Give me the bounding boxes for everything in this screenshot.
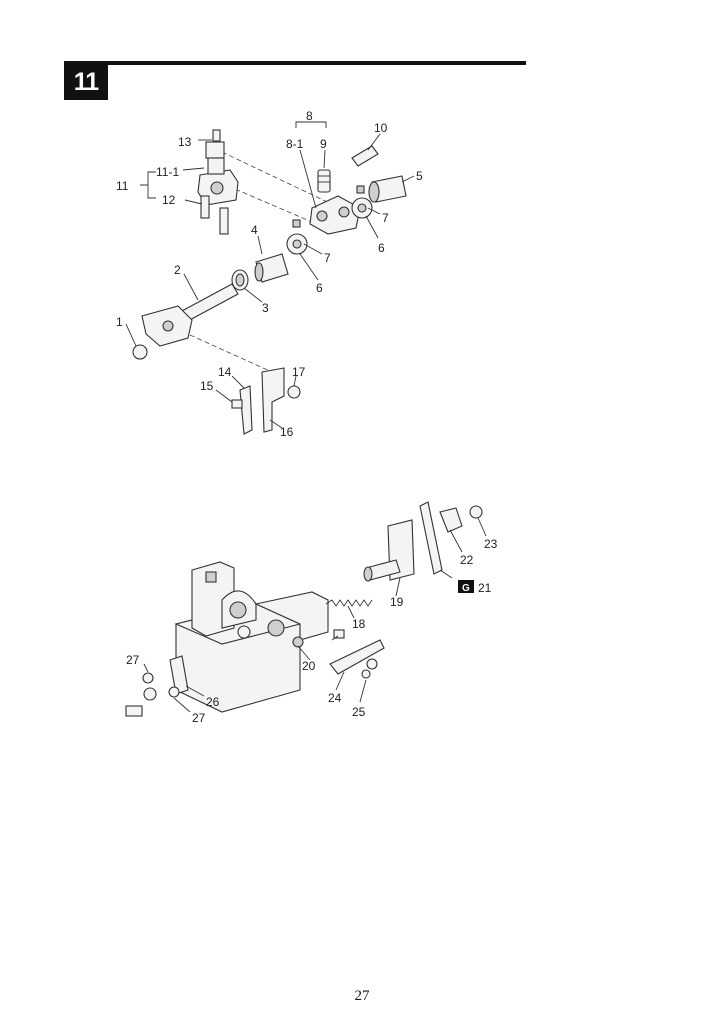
part-26-27-fasteners: [125, 655, 189, 717]
callout-label: 12: [162, 193, 176, 207]
g-badge-symbol: G: [462, 583, 470, 594]
section-number-badge: 11: [64, 64, 108, 100]
callout-label: 15: [200, 379, 214, 393]
callout-label: 19: [390, 595, 404, 609]
assembly-line: [189, 334, 273, 373]
part-19-plunger: [363, 519, 415, 582]
part-20-screw: [333, 629, 345, 639]
part-22-bracket: [419, 501, 483, 575]
callout-label: 11-1: [156, 165, 179, 179]
callout-label: 2: [174, 263, 181, 277]
g-badge-icon: [458, 580, 474, 593]
part-4-sleeve: [254, 253, 289, 283]
part-8-rocker: [309, 195, 361, 235]
part-5-collar: [368, 175, 407, 203]
callout-label: 26: [206, 695, 220, 709]
callout-label: 4: [251, 223, 258, 237]
callout-label: 23: [484, 537, 498, 551]
page-number: 27: [354, 988, 370, 1004]
callout-label: 17: [292, 365, 306, 379]
callout-label: 20: [302, 659, 316, 673]
callout-label: 16: [280, 425, 294, 439]
callout-label: 1: [116, 315, 123, 329]
part-18-spring: [325, 599, 373, 607]
callout-label: 9: [320, 137, 327, 151]
part-6-collar-right: [351, 185, 373, 219]
callout-label: 14: [218, 365, 232, 379]
callout-label: 7: [382, 211, 389, 225]
upper-assembly: [125, 121, 415, 435]
lower-assembly: [125, 501, 487, 717]
part-11-bracket: [197, 129, 239, 206]
part-2-shaft: [141, 283, 239, 347]
callout-label: 25: [352, 705, 366, 719]
part-10-pin: [351, 145, 379, 167]
part-12-screws: [200, 195, 229, 235]
callout-label: 11: [116, 179, 129, 193]
callout-label: 13: [178, 135, 192, 149]
callout-label: 24: [328, 691, 342, 705]
callout-label: 27: [192, 711, 206, 725]
part-14-17-cluster: [231, 367, 301, 435]
assembly-line: [221, 151, 341, 209]
callout-label: 6: [316, 281, 323, 295]
part-24-plate: [329, 639, 385, 679]
callout-label: 7: [324, 251, 331, 265]
callout-label: 5: [416, 169, 423, 183]
callout-label: 3: [262, 301, 269, 315]
part-9-screw: [317, 169, 331, 193]
part-6-collar-left: [286, 219, 308, 255]
assembly-line: [227, 185, 313, 223]
callout-label: 6: [378, 241, 385, 255]
part-3-ring: [231, 269, 249, 291]
part-1-cap: [132, 344, 148, 360]
header-rule: [64, 61, 526, 65]
callout-label: 10: [374, 121, 388, 135]
callout-label: 8: [306, 109, 313, 123]
callout-label: 18: [352, 617, 366, 631]
callout-label: 22: [460, 553, 474, 567]
callout-label: 27: [126, 653, 140, 667]
callout-label: 8-1: [286, 137, 304, 151]
main-base-block: [174, 561, 329, 713]
callout-label: 21: [478, 581, 492, 595]
